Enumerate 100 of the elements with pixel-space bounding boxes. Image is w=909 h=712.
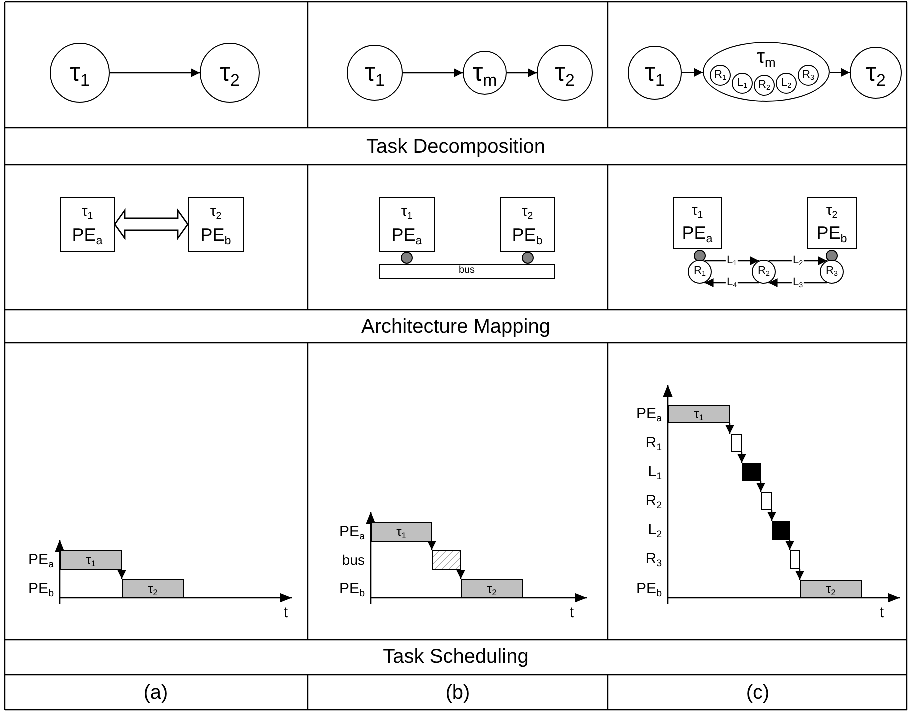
axis-label: R$_{2}$ xyxy=(646,494,662,508)
dependency-arrow xyxy=(428,541,436,550)
axis-label: PE$_{a}$ xyxy=(28,552,54,568)
node-label: PE$_{a}$ xyxy=(72,226,103,245)
edge-label: L$_{4}$ xyxy=(726,278,738,288)
axis-label: L$_{1}$ xyxy=(648,464,662,480)
resource-circle xyxy=(776,73,797,94)
node-label: τ$_{2}$ xyxy=(487,582,497,596)
arrow xyxy=(403,68,463,78)
arrow xyxy=(682,68,704,78)
node-label: τ$_{2}$ xyxy=(826,203,838,220)
row-heading: Task Decomposition xyxy=(366,137,546,157)
dependency-arrow xyxy=(118,570,126,579)
port-dot xyxy=(826,250,838,262)
node-label: R$_{2}$ xyxy=(758,80,770,92)
schedule-bar xyxy=(731,434,742,452)
link-arrow xyxy=(768,278,828,288)
axis-label: L$_{2}$ xyxy=(648,522,662,538)
node-label: PE$_{b}$ xyxy=(816,224,848,243)
task-circle xyxy=(463,51,507,95)
arrow xyxy=(507,68,537,78)
dependency-arrow xyxy=(796,569,804,580)
dependency-arrow xyxy=(786,540,794,550)
task-circle xyxy=(628,46,682,100)
edge-label: L$_{3}$ xyxy=(792,278,804,288)
port-dot xyxy=(401,252,413,264)
node-label: τ$_{2}$ xyxy=(866,59,886,87)
row-heading: Architecture Mapping xyxy=(362,317,550,337)
node-label: τ$_{1}$ xyxy=(401,204,413,220)
node-label: PE$_{b}$ xyxy=(200,226,232,245)
node-label: L$_{2}$ xyxy=(781,78,792,90)
resource-circle xyxy=(732,73,753,94)
schedule-bar xyxy=(772,521,790,540)
link-arrow xyxy=(704,278,760,288)
schedule-bar xyxy=(668,405,730,423)
axis-label: PE$_{b}$ xyxy=(340,582,365,596)
processor-box xyxy=(60,197,115,252)
node-label: R$_{3}$ xyxy=(802,70,814,82)
node-label: PE$_{a}$ xyxy=(682,224,713,243)
task-circle xyxy=(850,47,902,99)
resource-circle xyxy=(688,260,712,284)
arrow xyxy=(110,68,200,78)
schedule-bar xyxy=(432,550,461,570)
axis-label: t xyxy=(284,606,288,620)
column-label: (a) xyxy=(144,683,168,703)
processor-box xyxy=(500,197,555,252)
processor-box xyxy=(379,197,435,252)
resource-circle xyxy=(710,65,731,86)
node-label: τ$_{m}$ xyxy=(757,47,776,68)
axis-label: t xyxy=(570,606,574,620)
node-label: τ$_{1}$ xyxy=(86,553,96,567)
axis-label: PE$_{b}$ xyxy=(28,582,54,596)
axis-label: PE$_{a}$ xyxy=(340,524,365,540)
resource-circle xyxy=(754,75,775,96)
schedule-bar xyxy=(371,522,432,542)
edge-label: L$_{2}$ xyxy=(792,256,804,266)
node-label: τ$_{m}$ xyxy=(472,59,498,87)
link-arrow xyxy=(768,256,828,266)
axis-label: PE$_{a}$ xyxy=(636,406,662,422)
node-label: τ$_{1}$ xyxy=(694,407,704,421)
node-label: R$_{3}$ xyxy=(826,266,838,278)
node-label: τ$_{1}$ xyxy=(70,59,90,87)
dependency-arrow xyxy=(456,570,466,579)
schedule-bar xyxy=(60,550,122,570)
port-dot xyxy=(694,250,706,262)
node-label: R$_{2}$ xyxy=(758,266,770,278)
dependency-arrow xyxy=(738,452,746,463)
resource-circle xyxy=(798,65,819,86)
node-label: L$_{1}$ xyxy=(737,78,748,90)
axis-label: R$_{1}$ xyxy=(646,436,662,450)
schedule-bar xyxy=(122,579,184,598)
dependency-arrow xyxy=(768,510,776,521)
node-label: τ$_{2}$ xyxy=(220,59,240,87)
schedule-bar xyxy=(461,579,523,598)
column-label: (c) xyxy=(746,683,770,703)
node-label: PE$_{b}$ xyxy=(512,226,543,245)
node-label: τ$_{1}$ xyxy=(396,525,406,539)
schedule-bar xyxy=(742,463,761,481)
edge-label: L$_{1}$ xyxy=(726,256,738,266)
processor-box xyxy=(673,197,722,249)
port-dot xyxy=(522,252,534,264)
row-heading: Task Scheduling xyxy=(383,647,529,667)
axis-label: R$_{3}$ xyxy=(646,552,662,566)
resource-circle xyxy=(820,260,844,284)
schedule-bar xyxy=(761,492,772,510)
node-label: τ$_{2}$ xyxy=(826,582,836,596)
node-label: R$_{1}$ xyxy=(714,70,726,82)
node-label: τ$_{2}$ xyxy=(148,582,158,596)
axis-label: PE$_{b}$ xyxy=(636,582,662,596)
block-arrow xyxy=(114,208,189,241)
node-label: PE$_{a}$ xyxy=(392,226,422,245)
node-label: τ$_{2}$ xyxy=(210,204,222,220)
axis-label: bus xyxy=(342,553,365,567)
schedule-bar xyxy=(790,550,800,569)
node-label: bus xyxy=(458,266,476,277)
dependency-arrow xyxy=(756,481,766,492)
node-label: R$_{1}$ xyxy=(694,266,706,278)
schedule-bar xyxy=(800,580,862,598)
arrow xyxy=(830,68,850,78)
link-arrow xyxy=(704,256,760,266)
